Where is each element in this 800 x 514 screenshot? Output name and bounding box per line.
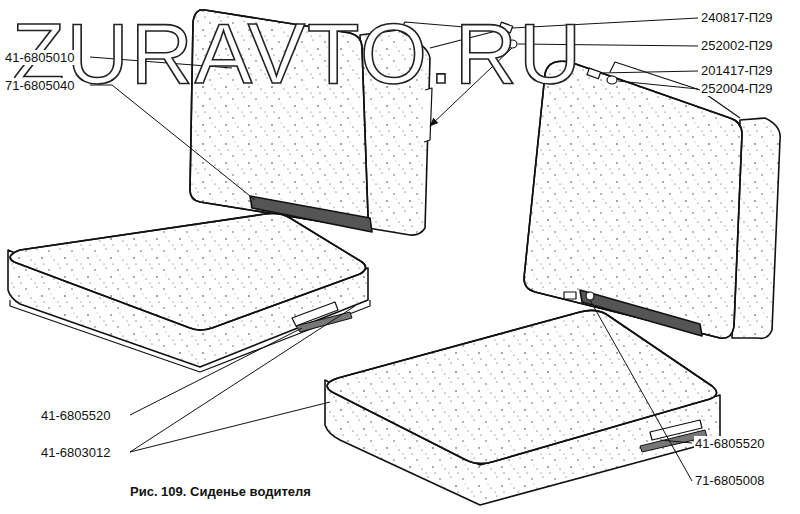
part-number: 41-6805520 [40,408,111,423]
part-number: 41-6805010 [4,50,75,65]
part-number: 252002-П29 [700,38,774,53]
watermark: ZURAVTO.RU [12,8,583,98]
part-number: 240817-П29 [700,10,774,25]
figure-caption: Рис. 109. Сиденье водителя [130,484,311,499]
part-number: 41-6803012 [40,445,111,460]
part-number: 201417-П29 [700,63,774,78]
part-number: 41-6805520 [694,436,765,451]
part-number: 252004-П29 [700,81,774,96]
part-number: 71-6805008 [694,473,765,488]
part-number: 71-6805040 [4,78,75,93]
